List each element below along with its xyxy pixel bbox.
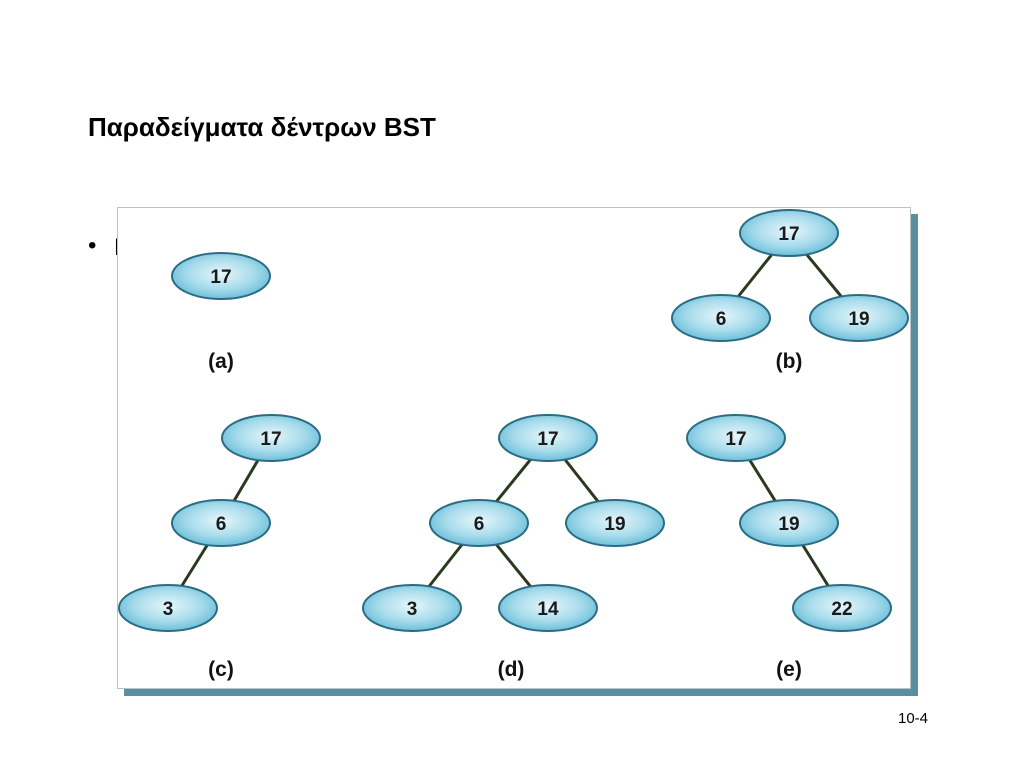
node-label: 6 <box>716 309 727 330</box>
tree-node-b17: 17 <box>739 209 839 257</box>
node-label: 17 <box>537 429 558 450</box>
bullet-marker: • <box>88 232 97 259</box>
tree-node-e19: 19 <box>739 499 839 547</box>
node-label: 17 <box>778 224 799 245</box>
node-label: 22 <box>831 599 852 620</box>
node-ellipse <box>118 584 218 632</box>
node-ellipse <box>809 294 909 342</box>
tree-node-b19: 19 <box>809 294 909 342</box>
tree-node-d17: 17 <box>498 414 598 462</box>
node-ellipse <box>171 499 271 547</box>
node-ellipse <box>739 499 839 547</box>
node-ellipse <box>671 294 771 342</box>
tree-node-e17: 17 <box>686 414 786 462</box>
node-label: 14 <box>537 599 559 620</box>
node-ellipse <box>686 414 786 462</box>
node-ellipse <box>498 414 598 462</box>
tree-node-b6: 6 <box>671 294 771 342</box>
node-label: 19 <box>778 514 799 535</box>
tree-node-c6: 6 <box>171 499 271 547</box>
node-label: 17 <box>210 267 231 288</box>
tree-node-c17: 17 <box>221 414 321 462</box>
node-ellipse <box>221 414 321 462</box>
tree-node-e22: 22 <box>792 584 892 632</box>
node-label: 3 <box>407 599 418 620</box>
caption-e: (e) <box>776 658 802 681</box>
caption-a: (a) <box>208 350 234 373</box>
node-ellipse <box>498 584 598 632</box>
node-label: 6 <box>474 514 485 535</box>
node-ellipse <box>362 584 462 632</box>
node-label: 6 <box>216 514 227 535</box>
node-label: 17 <box>260 429 281 450</box>
caption-d: (d) <box>498 658 525 681</box>
tree-node-d14: 14 <box>498 584 598 632</box>
tree-node-d3: 3 <box>362 584 462 632</box>
node-label: 19 <box>604 514 625 535</box>
tree-node-c3: 3 <box>118 584 218 632</box>
tree-node-d19: 19 <box>565 499 665 547</box>
slide-title: Παραδείγματα δέντρων BST <box>88 112 436 142</box>
node-label: 17 <box>725 429 746 450</box>
bst-figure: 17 17 6 19 17 6 3 17 6 19 3 14 17 19 22 (a) (b) (c) (d) (e… <box>117 207 911 689</box>
tree-node-a17: 17 <box>171 252 271 300</box>
node-label: 19 <box>848 309 869 330</box>
tree-node-d6: 6 <box>429 499 529 547</box>
node-ellipse <box>565 499 665 547</box>
bst-diagram: 17 17 6 19 17 6 3 17 6 19 3 14 17 19 22 (a) (b) (c) (d) (e… <box>118 209 909 681</box>
node-ellipse <box>792 584 892 632</box>
node-label: 3 <box>163 599 174 620</box>
node-ellipse <box>171 252 271 300</box>
caption-b: (b) <box>776 350 803 373</box>
node-ellipse <box>739 209 839 257</box>
node-ellipse <box>429 499 529 547</box>
caption-c: (c) <box>208 658 234 681</box>
page-number: 10-4 <box>898 710 929 727</box>
